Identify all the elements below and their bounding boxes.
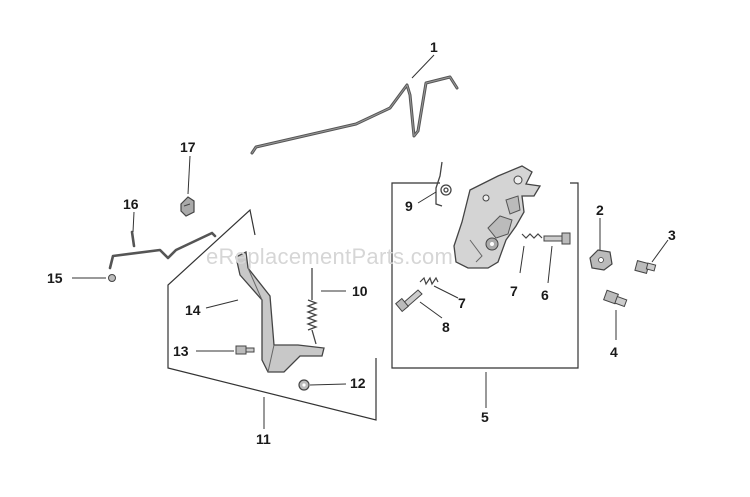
- callout-5: 5: [481, 409, 489, 425]
- part-5-group-outline: [391, 182, 579, 369]
- part-8-screw: [395, 289, 423, 313]
- callout-17: 17: [180, 139, 196, 155]
- part-1-rod: [250, 75, 459, 155]
- callout-12: 12: [350, 375, 366, 391]
- callout-8: 8: [442, 319, 450, 335]
- callout-6: 6: [541, 287, 549, 303]
- callout-7-left: 7: [458, 295, 466, 311]
- callout-15: 15: [47, 270, 63, 286]
- callout-2: 2: [596, 202, 604, 218]
- callout-16: 16: [123, 196, 139, 212]
- part-7-left-spring: [419, 276, 439, 286]
- callout-10: 10: [352, 283, 368, 299]
- part-4-bolt: [603, 289, 628, 308]
- part-17-clip: [180, 196, 195, 217]
- part-15-clip: [108, 274, 116, 282]
- part-13-bolt: [235, 345, 255, 355]
- part-3-bolt: [634, 260, 657, 274]
- callout-13: 13: [173, 343, 189, 359]
- callout-7-right: 7: [510, 283, 518, 299]
- leader-lines: [72, 54, 669, 429]
- callout-3: 3: [668, 227, 676, 243]
- watermark-text: eReplacementParts.com: [206, 244, 454, 269]
- part-12-washer: [298, 379, 310, 391]
- part-2-nut: [589, 249, 613, 271]
- part-7-right-spring: [521, 233, 543, 239]
- part-5-plate: [453, 165, 542, 269]
- part-9-spring: [435, 161, 452, 207]
- part-6-screw: [543, 232, 571, 245]
- callout-9: 9: [405, 198, 413, 214]
- callout-1: 1: [430, 39, 438, 55]
- callout-11: 11: [256, 431, 271, 447]
- callout-14: 14: [185, 302, 201, 318]
- part-11-group-outline: [167, 208, 377, 421]
- part-10-spring: [306, 268, 318, 345]
- part-14-lever: [235, 251, 325, 373]
- callout-4: 4: [610, 344, 618, 360]
- part-16-rod: [108, 230, 217, 270]
